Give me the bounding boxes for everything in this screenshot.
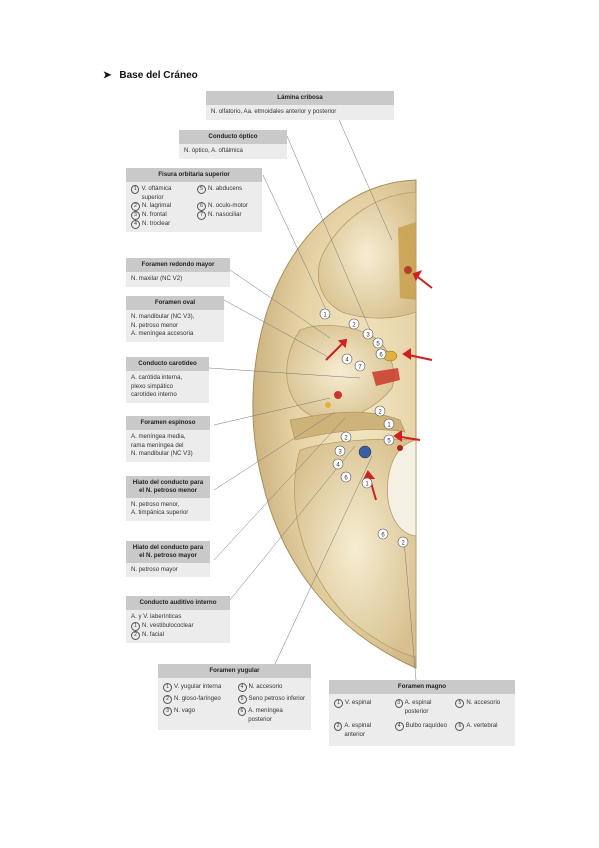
box-line: A. y V. laberínticas bbox=[131, 612, 182, 620]
box-line: A. timpánica superior bbox=[131, 509, 189, 517]
oval-foramen-nerve bbox=[325, 402, 331, 408]
svg-text:2: 2 bbox=[352, 323, 356, 329]
page-heading: ➤ Base del Cráneo bbox=[103, 70, 198, 81]
box-title: Foramen espinoso bbox=[126, 416, 210, 430]
box-title: Conducto carotídeo bbox=[126, 357, 209, 371]
box-line: carotídeo interno bbox=[131, 391, 177, 399]
leader-lines bbox=[208, 105, 417, 681]
red-arrows bbox=[325, 270, 433, 501]
box-title: Fisura orbitaria superior bbox=[126, 168, 262, 182]
box-line: N. maxilar (NC V2) bbox=[131, 274, 183, 282]
box-line: N. petroso menor bbox=[131, 321, 179, 329]
page-title: Base del Cráneo bbox=[119, 70, 198, 81]
svg-text:3: 3 bbox=[366, 333, 370, 339]
box-line: N. petroso mayor bbox=[131, 565, 178, 573]
box-line: plexo simpático bbox=[131, 382, 173, 390]
box-title: Foramen oval bbox=[126, 296, 224, 310]
internal-acoustic-meatus bbox=[358, 445, 372, 459]
svg-text:1: 1 bbox=[323, 313, 327, 319]
box-title: Conducto óptico bbox=[179, 130, 287, 144]
box-title: Conducto auditivo interno bbox=[126, 596, 230, 610]
svg-text:6: 6 bbox=[344, 476, 348, 482]
svg-text:2: 2 bbox=[401, 541, 405, 547]
svg-text:6: 6 bbox=[381, 533, 385, 539]
box-title: Lámina cribosa bbox=[206, 91, 394, 105]
box-line: A. meníngea accesoria bbox=[131, 330, 194, 338]
spinous-foramen-vessel bbox=[334, 391, 342, 399]
svg-text:1: 1 bbox=[387, 423, 391, 429]
box-title: Hiato del conducto para el N. petroso ma… bbox=[126, 541, 210, 563]
box-line: A. carótida interna, bbox=[131, 373, 183, 381]
svg-text:5: 5 bbox=[387, 439, 391, 445]
svg-text:7: 7 bbox=[358, 365, 362, 371]
cribriform-plate bbox=[398, 222, 416, 300]
svg-text:5: 5 bbox=[376, 342, 380, 348]
jugular-vessel bbox=[397, 445, 403, 451]
box-foramen-oval: Foramen oval N. mandibular (NC V3), N. p… bbox=[126, 296, 224, 343]
svg-text:1: 1 bbox=[365, 482, 369, 488]
box-title: Hiato del conducto para el N. petroso me… bbox=[126, 476, 210, 498]
anterior-fossa bbox=[318, 191, 417, 319]
box-line: rama meníngea del bbox=[131, 441, 184, 449]
box-line: N. petroso menor, bbox=[131, 500, 180, 508]
svg-text:4: 4 bbox=[345, 358, 349, 364]
svg-text:2: 2 bbox=[378, 410, 382, 416]
bullet-arrow-icon: ➤ bbox=[103, 70, 112, 81]
box-conducto-auditivo: Conducto auditivo interno A. y V. laberí… bbox=[126, 596, 230, 643]
box-line: N. mandibular (NC V3), bbox=[131, 312, 195, 320]
box-line: N. olfatorio, Aa. etmoidales anterior y … bbox=[211, 107, 337, 115]
illustration-callouts: 1 2 3 5 6 4 7 2 1 2 3 4 6 1 5 6 2 bbox=[319, 308, 409, 548]
box-title: Foramen yugular bbox=[158, 664, 311, 678]
posterior-fossa bbox=[294, 438, 417, 658]
box-line: N. óptico, A. oftálmica bbox=[184, 146, 243, 154]
svg-text:4: 4 bbox=[336, 463, 340, 469]
box-hiato-petroso-mayor: Hiato del conducto para el N. petroso ma… bbox=[126, 541, 210, 578]
svg-text:6: 6 bbox=[379, 353, 383, 359]
box-line: N. mandibular (NC V3) bbox=[131, 450, 193, 458]
box-conducto-carotideo: Conducto carotídeo A. carótida interna, … bbox=[126, 357, 209, 404]
box-foramen-espinoso: Foramen espinoso A. meníngea media, rama… bbox=[126, 416, 210, 463]
svg-text:2: 2 bbox=[344, 436, 348, 442]
cribriform-vessel bbox=[404, 266, 412, 274]
box-title: Foramen magno bbox=[329, 680, 515, 694]
carotid-artery bbox=[372, 368, 400, 386]
box-hiato-petroso-menor: Hiato del conducto para el N. petroso me… bbox=[126, 476, 210, 522]
petrous-ridge bbox=[289, 411, 406, 441]
box-lamina-cribosa: Lámina cribosa N. olfatorio, Aa. etmoida… bbox=[206, 91, 394, 120]
svg-text:3: 3 bbox=[338, 450, 342, 456]
box-line: A. meníngea media, bbox=[131, 432, 186, 440]
box-title: Foramen redondo mayor bbox=[126, 258, 230, 272]
box-conducto-optico: Conducto óptico N. óptico, A. oftálmica bbox=[179, 130, 287, 159]
box-foramen-redondo: Foramen redondo mayor N. maxilar (NC V2) bbox=[126, 258, 230, 287]
